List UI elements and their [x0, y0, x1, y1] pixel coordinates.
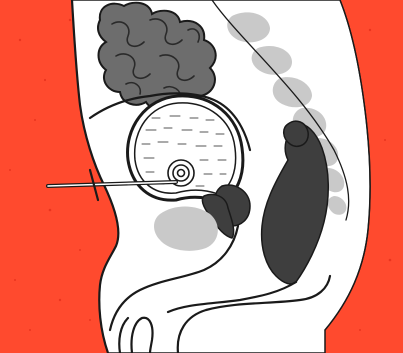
rectum-top-lobe — [284, 121, 308, 146]
